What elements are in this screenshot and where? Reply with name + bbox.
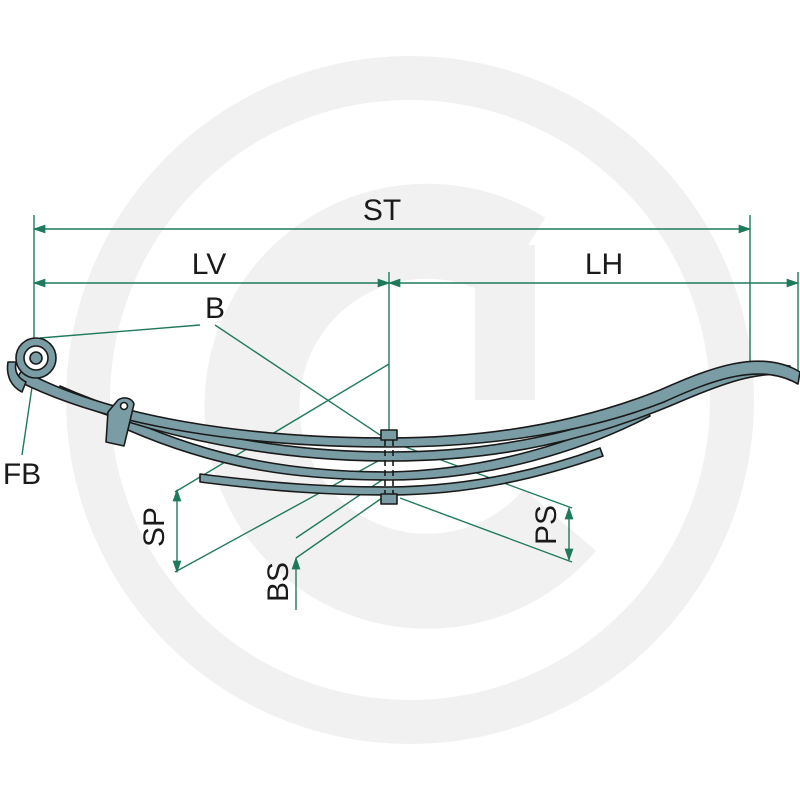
label-lh: LH (585, 248, 623, 281)
spring-leaf-main (15, 360, 800, 448)
spring-eye-bore (29, 351, 43, 365)
label-fb: FB (3, 458, 41, 491)
b-leader-right (214, 324, 396, 446)
center-bolt-nut (380, 493, 398, 505)
label-lv: LV (192, 248, 226, 281)
label-st: ST (363, 194, 401, 227)
ps-guide-lower (399, 497, 573, 563)
label-ps: PS (530, 505, 563, 545)
bs-guide-lower (295, 497, 383, 559)
label-bs: BS (262, 562, 295, 602)
leaf-spring (6, 337, 800, 505)
sp-guide-upper (174, 363, 390, 493)
center-bolt-head (380, 429, 398, 441)
label-b: B (205, 292, 225, 325)
spring-eye-tail (6, 361, 27, 393)
b-leader-left (39, 324, 201, 339)
rebound-clip (105, 397, 135, 447)
spring-leaf-4 (199, 447, 604, 496)
dimension-lines (21, 215, 800, 610)
spring-leaf-3 (127, 407, 651, 481)
label-sp: SP (138, 507, 171, 547)
